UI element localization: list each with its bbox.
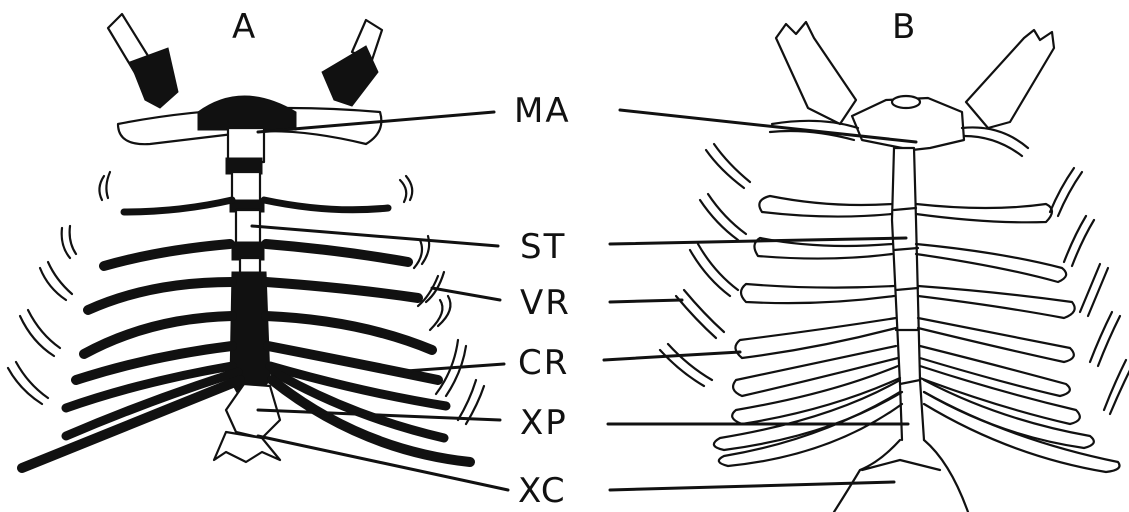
leader-vr-b (610, 300, 682, 302)
label-cr: CR (518, 343, 569, 383)
manubrium-a (198, 96, 296, 130)
panel-a-label: A (232, 7, 257, 47)
xiphoid-cartilage-b (834, 440, 968, 512)
leader-cr-a (392, 364, 504, 372)
coracoid-right-b (966, 30, 1054, 128)
label-vr: VR (520, 283, 571, 323)
label-xc: XC (518, 471, 567, 511)
ribs-right-a (264, 200, 470, 462)
coracoid-left-b (776, 22, 856, 124)
panel-b-label: B (892, 7, 917, 47)
leader-vr-a (432, 288, 500, 300)
clavicle-right-b (962, 127, 1028, 156)
sternum-column-b (892, 148, 920, 384)
leader-cr-b (604, 352, 740, 360)
coracoid-left-a (108, 14, 178, 108)
ribs-right-b (916, 204, 1120, 472)
panel-b: B (660, 7, 1129, 512)
vertebral-ribs-right-b (1050, 168, 1129, 414)
label-ma: MA (514, 91, 571, 131)
coracoid-right-a (322, 20, 382, 106)
panel-a: A (8, 7, 484, 468)
xiphoid-cartilage-a (214, 432, 280, 462)
label-st: ST (520, 227, 566, 267)
sternum-column-a (226, 128, 270, 400)
ribs-left-a (22, 200, 240, 468)
xiphoid-process-b (900, 380, 924, 440)
label-xp: XP (520, 403, 568, 443)
